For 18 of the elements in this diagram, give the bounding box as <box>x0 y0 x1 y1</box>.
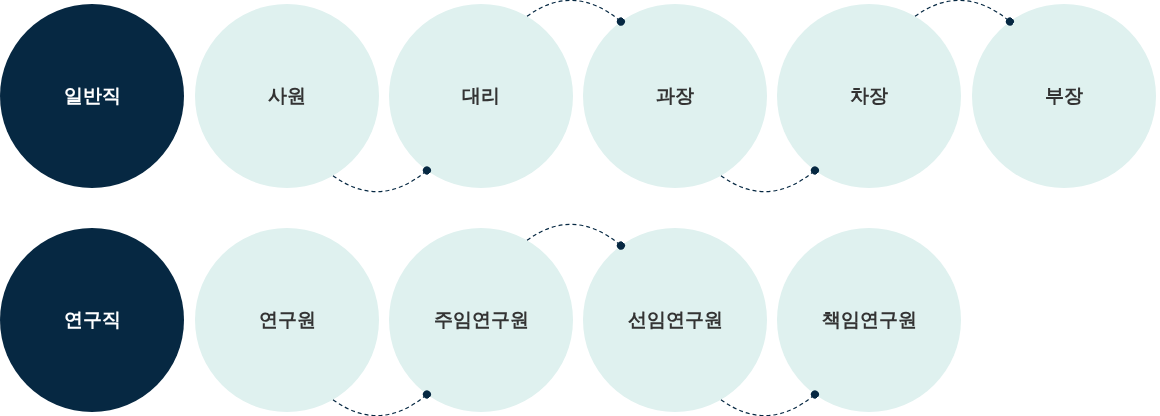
dashed-connector <box>332 390 431 416</box>
category-circle: 연구직 <box>0 228 184 412</box>
rank-circle: 연구원 <box>195 228 379 412</box>
category-circle: 일반직 <box>0 4 184 188</box>
dashed-connector <box>332 166 431 193</box>
dashed-connector <box>720 166 819 193</box>
rank-circle: 과장 <box>583 4 767 188</box>
dashed-connector <box>914 0 1014 26</box>
rank-circle: 부장 <box>972 4 1156 188</box>
rank-circle: 선임연구원 <box>583 228 767 412</box>
dashed-connector <box>720 390 819 416</box>
rank-circle: 대리 <box>389 4 573 188</box>
rank-circle: 주임연구원 <box>389 228 573 412</box>
dashed-connector <box>526 223 625 250</box>
rank-circle: 사원 <box>195 4 379 188</box>
dashed-connector <box>526 0 625 26</box>
rank-circle: 책임연구원 <box>777 228 961 412</box>
rank-circle: 차장 <box>777 4 961 188</box>
